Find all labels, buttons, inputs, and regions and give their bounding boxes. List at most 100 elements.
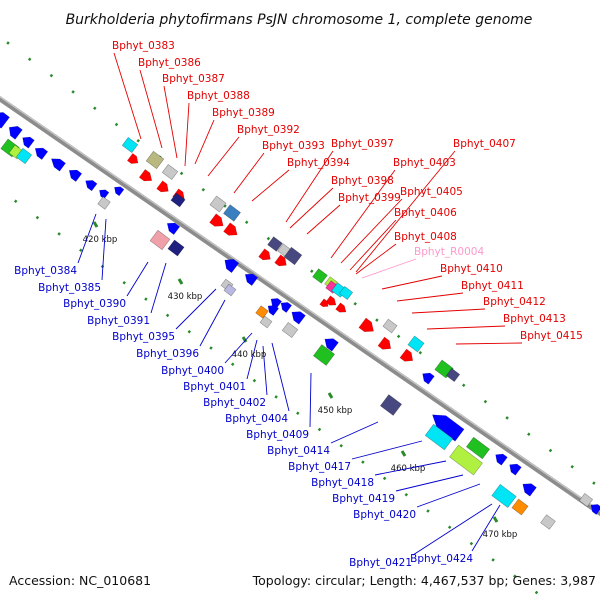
gene-box xyxy=(167,239,185,257)
gene-box xyxy=(338,285,354,301)
leader-line xyxy=(396,292,464,302)
gene-box xyxy=(97,196,111,210)
leader-line xyxy=(361,258,417,279)
ruler-dot xyxy=(114,122,119,127)
leader-line xyxy=(199,299,226,347)
gene-label-reverse: Bphyt_0424 xyxy=(410,553,473,565)
gene-label-forward: Bphyt_0398 xyxy=(331,175,394,187)
ruler-dot xyxy=(426,509,430,513)
ruler-dot xyxy=(505,416,509,420)
gene-label-forward: Bphyt_0410 xyxy=(440,263,503,275)
scale-tick-label: 420 kbp xyxy=(83,235,118,245)
scale-tick-label: 460 kbp xyxy=(391,464,426,474)
gene-label-reverse: Bphyt_0417 xyxy=(288,461,351,473)
leader-line xyxy=(251,169,290,202)
gene-label-forward: Bphyt_0411 xyxy=(461,280,524,292)
leader-line xyxy=(184,102,190,167)
leader-line xyxy=(175,288,217,330)
gene-label-forward: Bphyt_0406 xyxy=(394,207,457,219)
gene-box xyxy=(445,367,461,383)
ruler-dot xyxy=(244,220,249,225)
leader-line xyxy=(306,204,341,235)
leader-line xyxy=(262,345,268,396)
ruler-dot xyxy=(223,204,227,208)
gene-label-forward: Bphyt_0383 xyxy=(112,40,175,52)
ruler-dot xyxy=(469,541,474,546)
ruler-dot xyxy=(534,590,539,595)
gene-arrow-reverse xyxy=(522,483,537,497)
gene-arrow-reverse xyxy=(224,258,240,274)
gene-label-reverse: Bphyt_0400 xyxy=(161,365,224,377)
scale-tick-mark xyxy=(492,516,499,523)
gene-label-forward: Bphyt_0408 xyxy=(394,231,457,243)
ruler-dot xyxy=(179,171,184,176)
leader-line xyxy=(246,339,258,380)
gene-box xyxy=(121,136,139,154)
gene-label-forward: Bphyt_R0004 xyxy=(414,246,484,258)
gene-arrow-reverse xyxy=(495,453,508,466)
ruler-dot xyxy=(165,313,170,318)
scale-tick-mark xyxy=(177,278,184,285)
ruler-dot xyxy=(296,411,300,415)
leader-line xyxy=(233,152,265,194)
leader-line xyxy=(289,187,334,229)
leader-line xyxy=(349,219,397,271)
map-title: Burkholderia phytofirmans PsJN chromosom… xyxy=(66,12,533,28)
leader-line xyxy=(139,69,163,149)
ruler-dot xyxy=(13,199,18,204)
gene-box xyxy=(209,195,227,213)
gene-label-forward: Bphyt_0403 xyxy=(393,157,456,169)
gene-label-reverse: Bphyt_0401 xyxy=(183,381,246,393)
ruler-dot xyxy=(317,427,322,432)
leader-line xyxy=(411,308,486,314)
gene-arrow-reverse xyxy=(51,158,66,172)
ruler-dot xyxy=(382,476,387,481)
gene-box xyxy=(15,147,33,165)
gene-label-forward: Bphyt_0399 xyxy=(338,192,401,204)
scale-tick-mark xyxy=(92,221,99,228)
gene-arrow-forward xyxy=(274,254,287,267)
scale-tick-label: 450 kbp xyxy=(318,406,353,416)
gene-arrow-forward xyxy=(223,222,238,236)
gene-label-reverse: Bphyt_0414 xyxy=(267,445,330,457)
leader-line xyxy=(340,198,403,264)
gene-label-reverse: Bphyt_0418 xyxy=(311,477,374,489)
leader-line xyxy=(309,372,312,428)
leader-line xyxy=(416,483,481,508)
leader-line xyxy=(455,342,523,345)
gene-label-reverse: Bphyt_0409 xyxy=(246,429,309,441)
gene-label-forward: Bphyt_0388 xyxy=(187,90,250,102)
label-leader-lines xyxy=(77,52,523,556)
gene-arrow-reverse xyxy=(114,186,125,197)
ruler-dot xyxy=(447,525,452,530)
scale-tick-label: 430 kbp xyxy=(168,292,203,302)
gene-box xyxy=(312,268,328,284)
gene-arrow-forward xyxy=(335,302,347,313)
leader-line xyxy=(126,261,149,297)
topology-text: Topology: circular; Length: 4,467,537 bp… xyxy=(252,573,596,588)
ruler-dot xyxy=(201,187,206,192)
gene-arrow-forward xyxy=(377,336,392,350)
leader-line xyxy=(77,213,97,264)
ruler-dot xyxy=(483,399,488,404)
gene-label-forward: Bphyt_0415 xyxy=(520,330,583,342)
backbone-highlight xyxy=(0,96,600,512)
ruler-dot xyxy=(274,395,278,399)
ruler-dot xyxy=(548,448,553,453)
gene-arrow-reverse xyxy=(166,222,181,235)
ruler-dot xyxy=(27,57,32,62)
gene-label-reverse: Bphyt_0419 xyxy=(332,493,395,505)
gene-box xyxy=(149,229,171,251)
ruler-dot xyxy=(491,558,495,562)
ruler-dot xyxy=(513,574,517,578)
leader-line xyxy=(426,325,506,330)
leader-line xyxy=(355,243,397,275)
leader-line xyxy=(381,275,443,290)
gene-box xyxy=(281,321,299,339)
leader-line xyxy=(150,262,167,314)
accession-text: Accession: NC_010681 xyxy=(9,573,151,588)
gene-box xyxy=(312,344,336,366)
ruler-dot xyxy=(527,432,531,436)
ruler-dot xyxy=(375,318,379,322)
